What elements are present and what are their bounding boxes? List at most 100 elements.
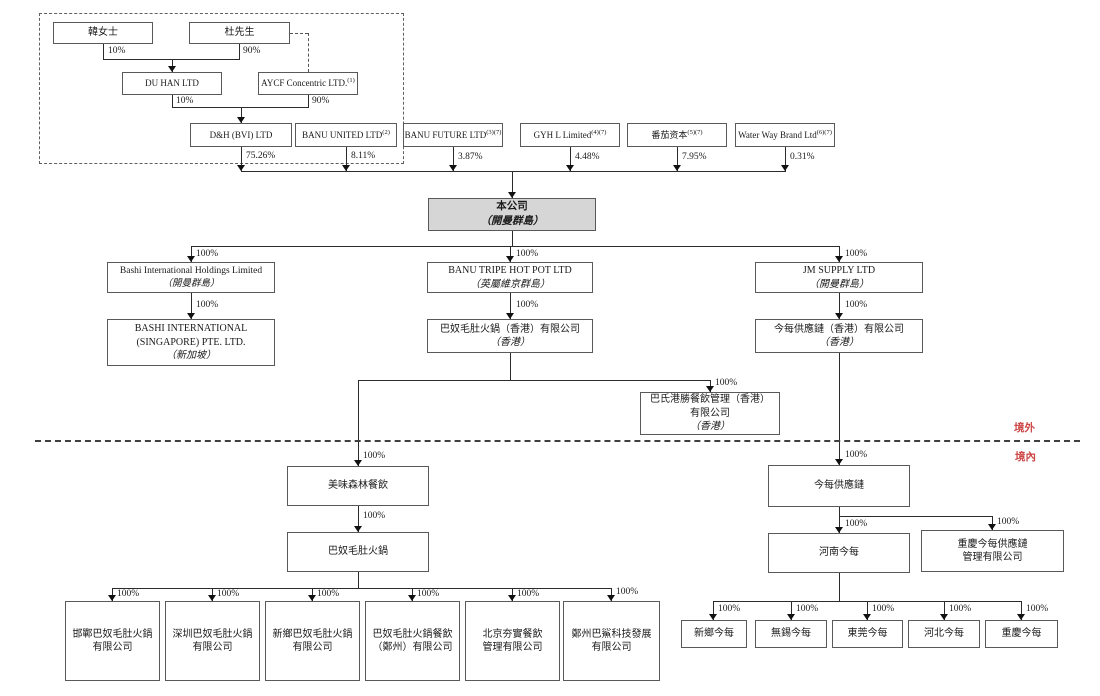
connector-line bbox=[1021, 601, 1022, 620]
arrowhead bbox=[208, 595, 216, 601]
ownership-label: 100% bbox=[845, 519, 868, 529]
arrowhead bbox=[108, 595, 116, 601]
arrowhead bbox=[354, 526, 362, 532]
ownership-label: 100% bbox=[1026, 604, 1049, 614]
arrowhead bbox=[863, 614, 871, 620]
node-aycf-concentric: AYCF Concentric LTD.(1) bbox=[258, 72, 358, 95]
connector-line bbox=[785, 147, 786, 171]
ownership-label: 100% bbox=[845, 300, 868, 310]
arrowhead bbox=[787, 614, 795, 620]
ownership-label: 100% bbox=[718, 604, 741, 614]
node-du-han-ltd: DU HAN LTD bbox=[122, 72, 222, 95]
arrowhead bbox=[342, 165, 350, 171]
ownership-label: 100% bbox=[845, 249, 868, 259]
ownership-label: 4.48% bbox=[575, 152, 600, 162]
ownership-label: 100% bbox=[715, 378, 738, 388]
connector-line bbox=[172, 95, 173, 107]
arrowhead bbox=[835, 459, 843, 465]
ownership-label: 100% bbox=[196, 300, 219, 310]
arrowhead bbox=[835, 527, 843, 533]
arrowhead bbox=[506, 256, 514, 262]
ownership-label: 100% bbox=[317, 589, 340, 599]
arrowhead bbox=[508, 595, 516, 601]
onshore-label: 境內 bbox=[1015, 452, 1036, 463]
arrowhead bbox=[566, 165, 574, 171]
node-jinmei-supply-chain: 今每供應鏈 bbox=[768, 465, 910, 507]
node-bashi-international-holdings: Bashi International Holdings Limited （開曼… bbox=[107, 262, 275, 293]
node-banu-united: BANU UNITED LTD(2) bbox=[295, 123, 397, 147]
ownership-label: 100% bbox=[516, 249, 539, 259]
connector-line bbox=[512, 588, 513, 601]
node-banu-hotpot-hk: 巴奴毛肚火鍋（香港）有限公司 （香港） bbox=[427, 319, 593, 353]
connector-line bbox=[867, 601, 868, 620]
connector-line bbox=[191, 246, 192, 262]
connector-line bbox=[510, 293, 511, 319]
node-gyh-l-limited: GYH L Limited(4)(7) bbox=[520, 123, 620, 147]
ownership-label: 0.31% bbox=[790, 152, 815, 162]
ownership-label: 100% bbox=[516, 300, 539, 310]
arrowhead bbox=[709, 614, 717, 620]
arrowhead bbox=[237, 165, 245, 171]
connector-line bbox=[839, 507, 840, 516]
node-xinxiang-banu: 新鄉巴奴毛肚火鍋 有限公司 bbox=[265, 601, 360, 681]
connector-line bbox=[453, 147, 454, 171]
node-chongqing-jinmei: 重慶今每 bbox=[985, 620, 1058, 648]
connector-line bbox=[241, 171, 786, 172]
arrowhead bbox=[781, 165, 789, 171]
ownership-label: 100% bbox=[196, 249, 219, 259]
ownership-label: 7.95% bbox=[682, 152, 707, 162]
arrowhead bbox=[835, 256, 843, 262]
arrowhead bbox=[449, 165, 457, 171]
connector-line bbox=[358, 506, 359, 532]
ownership-label: 100% bbox=[217, 589, 240, 599]
connector-line bbox=[103, 44, 104, 59]
connector-line bbox=[212, 588, 213, 601]
connector-line bbox=[358, 380, 359, 466]
connector-line bbox=[172, 107, 309, 108]
connector-line bbox=[241, 107, 242, 123]
ownership-label: 100% bbox=[616, 587, 639, 597]
ownership-label: 100% bbox=[363, 451, 386, 461]
ownership-label: 100% bbox=[845, 450, 868, 460]
arrowhead bbox=[237, 117, 245, 123]
node-meiwei-senlin-catering: 美味森林餐飲 bbox=[287, 466, 429, 506]
connector-line bbox=[172, 59, 173, 72]
arrowhead bbox=[607, 595, 615, 601]
connector-line bbox=[241, 147, 242, 171]
node-mr-du: 杜先生 bbox=[189, 22, 290, 44]
arrowhead bbox=[187, 313, 195, 319]
connector-line bbox=[992, 516, 993, 530]
arrowhead bbox=[988, 524, 996, 530]
ownership-label: 10% bbox=[176, 96, 194, 106]
node-zhengzhou-basha-tech: 鄭州巴鯊科技發展 有限公司 bbox=[563, 601, 660, 681]
ownership-label: 100% bbox=[796, 604, 819, 614]
ownership-label: 100% bbox=[363, 511, 386, 521]
node-bashi-gangsheng-catering-hk: 巴氏港勝餐飲管理（香港） 有限公司 （香港） bbox=[640, 392, 780, 435]
node-ms-han: 韓女士 bbox=[53, 22, 153, 44]
connector-line bbox=[512, 231, 513, 246]
ownership-label: 100% bbox=[417, 589, 440, 599]
arrowhead bbox=[308, 595, 316, 601]
connector-line bbox=[570, 147, 571, 171]
ownership-label: 100% bbox=[997, 517, 1020, 527]
node-jm-supply-ltd: JM SUPPLY LTD （開曼群島） bbox=[755, 262, 923, 293]
ownership-label: 3.87% bbox=[458, 152, 483, 162]
connector-line bbox=[312, 588, 313, 601]
connector-line bbox=[510, 353, 511, 380]
ownership-label: 100% bbox=[872, 604, 895, 614]
connector-line bbox=[510, 246, 511, 262]
node-the-company: 本公司 （開曼群島） bbox=[428, 198, 596, 231]
connector-line bbox=[839, 353, 840, 465]
connector-line bbox=[839, 293, 840, 319]
connector-line bbox=[103, 59, 240, 60]
connector-line bbox=[112, 588, 611, 589]
dashed-connector bbox=[290, 33, 308, 34]
node-henan-jinmei: 河南今每 bbox=[768, 533, 910, 573]
arrowhead bbox=[187, 256, 195, 262]
dashed-connector bbox=[308, 33, 309, 72]
arrowhead bbox=[168, 66, 176, 72]
ownership-label: 10% bbox=[108, 46, 126, 56]
node-banu-catering-zhengzhou: 巴奴毛肚火鍋餐飲 （鄭州）有限公司 bbox=[365, 601, 460, 681]
node-banu-future: BANU FUTURE LTD(3)(7) bbox=[403, 123, 503, 147]
